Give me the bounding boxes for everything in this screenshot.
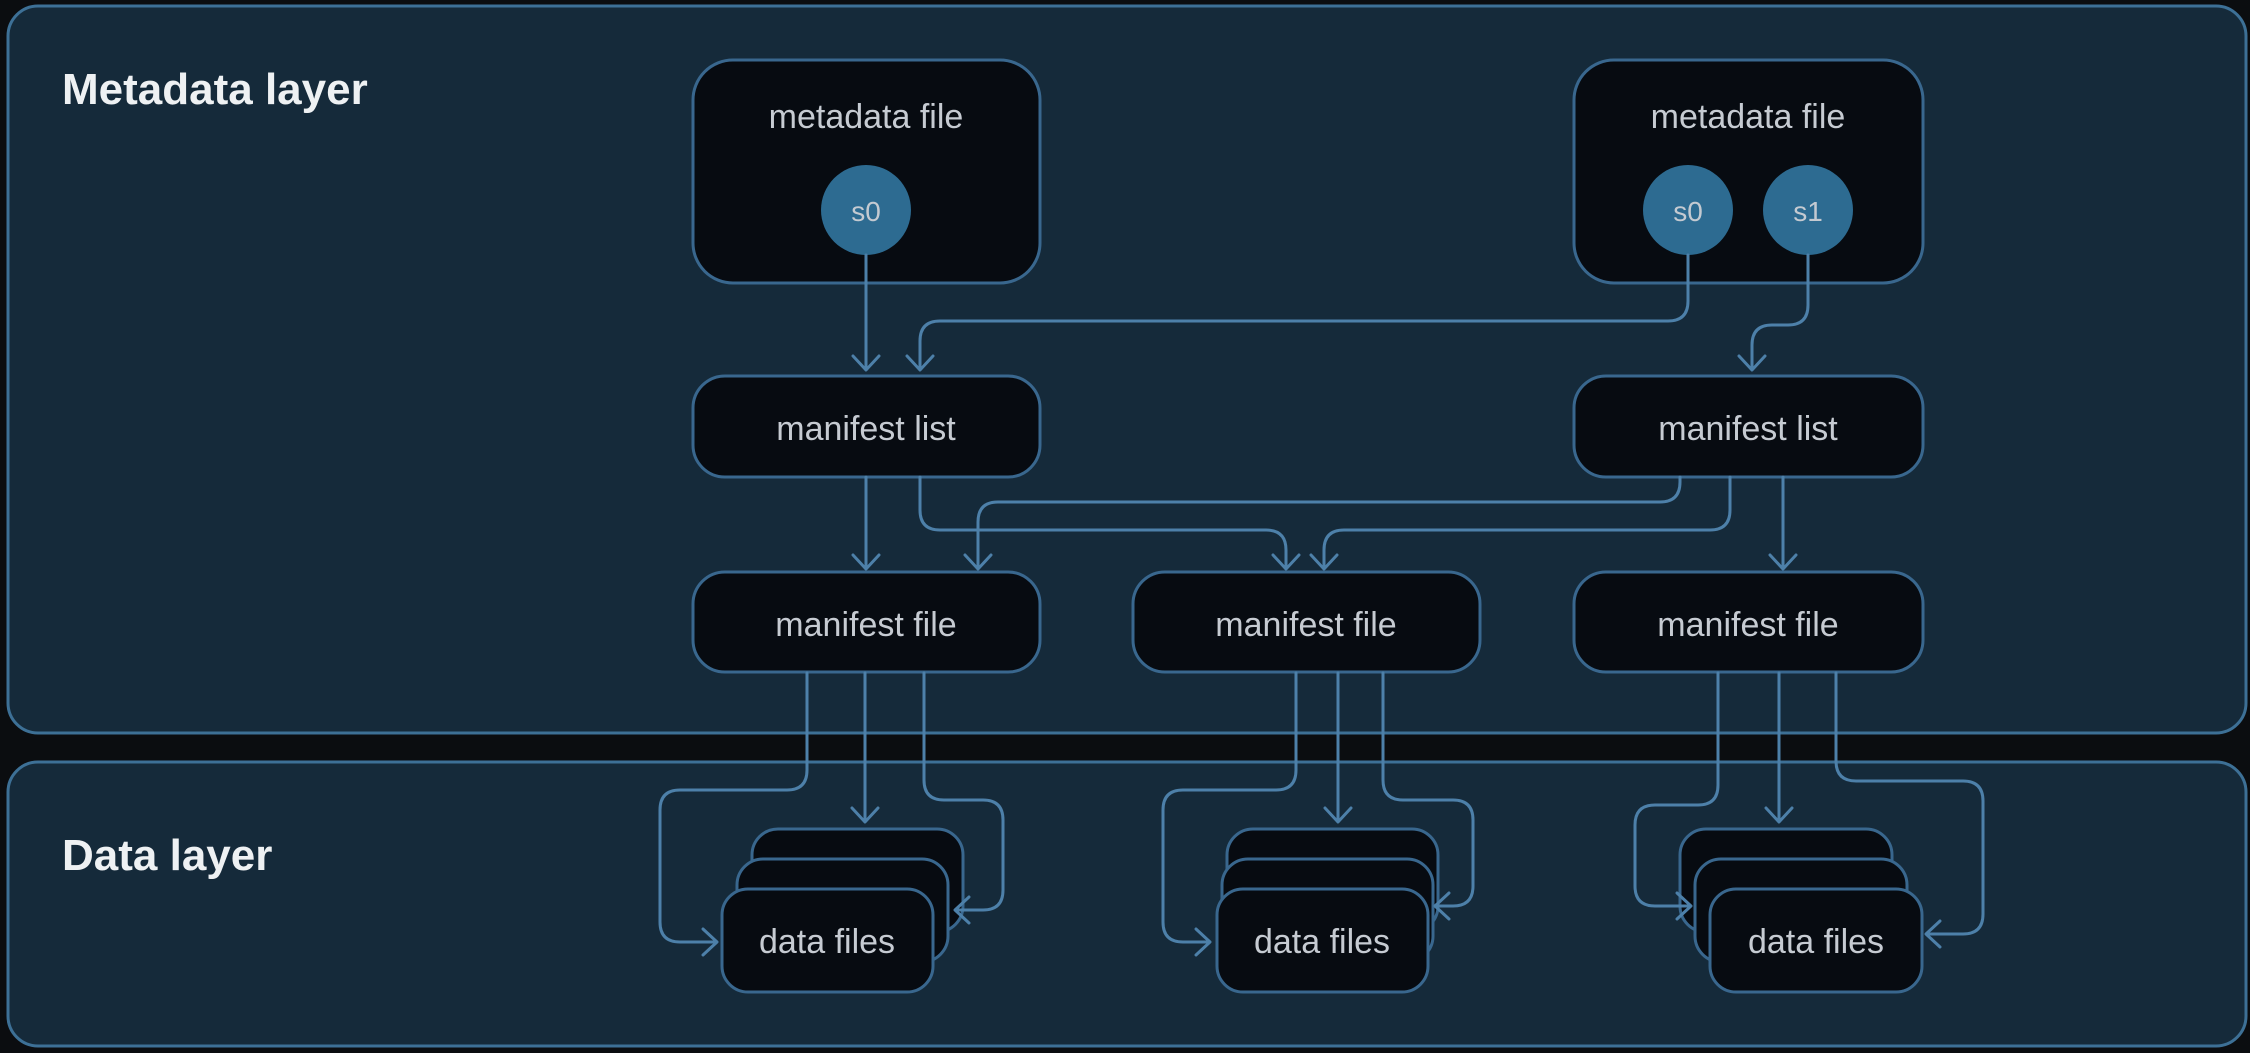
manifest-file-left-label: manifest file: [775, 606, 956, 644]
edge-snapshot-s0-right-to-manifest-list-left: [905, 253, 1690, 372]
manifest-file-right-box: [1572, 570, 1925, 674]
metadata-file-right-box: [1572, 58, 1925, 285]
manifest-list-right-box: [1572, 374, 1925, 479]
metadata-layer-title: Metadata layer: [62, 65, 368, 114]
data-files-right-label: data files: [1748, 923, 1884, 961]
snapshot-s1-right-badge: [1763, 165, 1853, 255]
data-files-left-stack: data files: [720, 827, 965, 994]
manifest-list-left-node: manifest list: [691, 374, 1042, 479]
edge-manifest-list-right-to-manifest-file-left: [963, 475, 1682, 571]
manifest-list-left-label: manifest list: [776, 410, 956, 448]
manifest-list-right-label: manifest list: [1658, 410, 1838, 448]
snapshot-s1-right-label: s1: [1793, 196, 1823, 227]
data-files-left-label: data files: [759, 923, 895, 961]
data-files-center-stack: data files: [1215, 827, 1440, 994]
data-layer-title: Data layer: [62, 831, 272, 880]
manifest-file-center-box: [1131, 570, 1482, 674]
edge-manifest-file-center-to-data-files-center-west-loop: [1161, 671, 1298, 957]
edge-snapshot-s1-right-to-manifest-list-right: [1737, 253, 1810, 372]
manifest-file-center-label: manifest file: [1215, 606, 1396, 644]
metadata-file-left-node: metadata file s0: [691, 58, 1042, 285]
data-layer-container: [6, 760, 2248, 1048]
edge-manifest-file-left-to-data-files-left-east-loop: [922, 671, 1005, 925]
manifest-file-right-node: manifest file: [1572, 570, 1925, 674]
edge-manifest-file-right-to-data-files-right-west-loop: [1633, 671, 1720, 921]
edge-manifest-list-right-to-manifest-file-center: [1309, 475, 1732, 571]
data-files-right-front-box: [1708, 887, 1924, 994]
snapshot-s0-left-label: s0: [851, 196, 881, 227]
metadata-file-right-node: metadata file s0 s1: [1572, 58, 1925, 285]
metadata-file-left-label: metadata file: [769, 98, 964, 136]
diagram-edges: [658, 253, 1985, 957]
data-files-center-front-box: [1215, 887, 1430, 994]
manifest-list-right-node: manifest list: [1572, 374, 1925, 479]
snapshot-s0-right-label: s0: [1673, 196, 1703, 227]
data-files-center-label: data files: [1254, 923, 1390, 961]
manifest-file-left-box: [691, 570, 1042, 674]
manifest-file-center-node: manifest file: [1131, 570, 1482, 674]
edge-manifest-file-right-to-data-files-right-east-loop: [1834, 671, 1985, 949]
metadata-file-right-label: metadata file: [1651, 98, 1846, 136]
edge-manifest-list-left-to-manifest-file-center: [918, 475, 1301, 571]
data-files-right-stack: data files: [1678, 827, 1924, 994]
manifest-file-right-label: manifest file: [1657, 606, 1838, 644]
data-files-left-front-box: [720, 887, 935, 994]
edge-manifest-file-center-to-data-files-center-east-loop: [1381, 671, 1475, 921]
edge-manifest-file-left-to-data-files-left-west-loop: [658, 671, 809, 957]
manifest-file-left-node: manifest file: [691, 570, 1042, 674]
snapshot-s0-right-badge: [1643, 165, 1733, 255]
snapshot-s0-left-badge: [821, 165, 911, 255]
